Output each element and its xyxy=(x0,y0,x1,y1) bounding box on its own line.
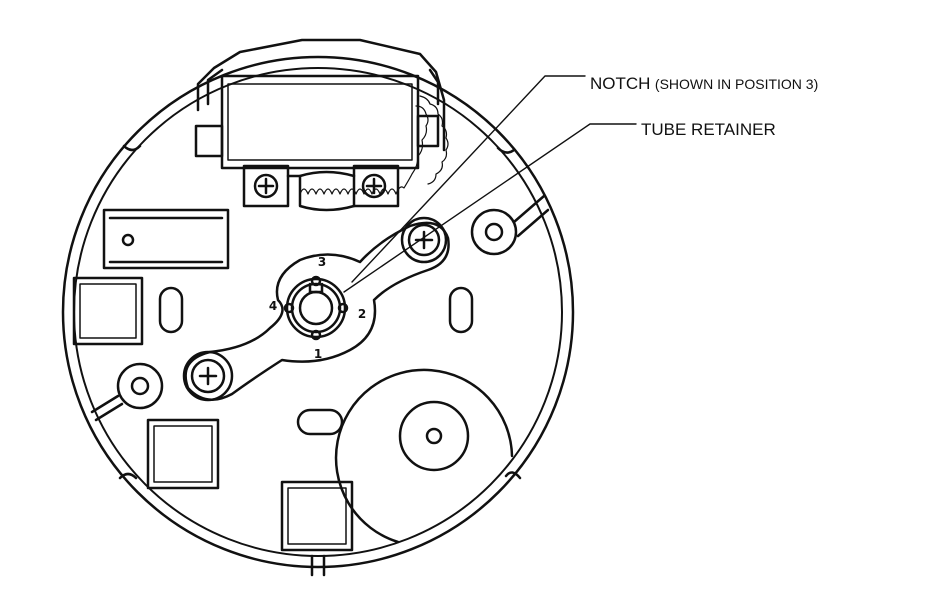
retainer-lug-left xyxy=(283,302,295,314)
left-bracket xyxy=(102,208,230,270)
retainer-lug-right xyxy=(337,302,349,314)
mount-hole-right-inner xyxy=(484,222,504,242)
retainer-notch xyxy=(308,282,324,294)
relay-block-inner xyxy=(227,83,413,161)
terminal-bridge xyxy=(286,170,356,178)
bottom-key-notch xyxy=(310,554,326,577)
coil-spring xyxy=(299,105,429,195)
square-pad-lower-left xyxy=(146,418,220,490)
arm-screw-lower-ring xyxy=(182,350,234,402)
notch-callout-detail: (SHOWN IN POSITION 3) xyxy=(654,76,819,92)
position-label-1: 1 xyxy=(314,347,322,361)
terminal-screw-right xyxy=(361,173,387,199)
terminal-screw-right-slot xyxy=(365,177,383,195)
arm-screw-lower xyxy=(190,358,226,394)
dial-arc xyxy=(334,368,514,544)
rim-notch-right xyxy=(496,146,516,154)
tube-retainer-callout: TUBE RETAINER xyxy=(641,120,776,140)
left-bracket-hole xyxy=(121,233,135,247)
relay-block xyxy=(220,74,420,170)
arm-screw-upper-ring xyxy=(400,216,448,264)
arm-screw-upper xyxy=(407,223,441,257)
top-housing-outline xyxy=(196,38,446,152)
coil-spring-upper xyxy=(419,95,449,185)
square-pad-upper-left-inner xyxy=(79,283,137,339)
position-label-2: 2 xyxy=(358,307,366,321)
notch-leader-line xyxy=(351,75,586,283)
mount-hole-right xyxy=(470,208,518,256)
rim-notch-left xyxy=(122,144,142,152)
tube-retainer-callout-text: TUBE RETAINER xyxy=(641,120,776,139)
retainer-lug-bottom xyxy=(310,329,322,341)
square-pad-bottom xyxy=(280,480,354,552)
relay-right-tab xyxy=(416,114,440,148)
square-pad-upper-left xyxy=(72,276,144,346)
terminal-screw-left-slot xyxy=(257,177,275,195)
mounting-slot-left xyxy=(158,286,184,334)
mounting-slot-bottom xyxy=(296,408,344,436)
carrier-arm xyxy=(184,221,450,401)
square-pad-bottom-inner xyxy=(287,487,347,545)
terminal-bridge-lower xyxy=(298,174,356,212)
rim-notch-lower-left xyxy=(118,472,138,480)
tube-retainer-leader-line xyxy=(343,123,637,293)
top-housing-inner xyxy=(206,68,440,106)
terminal-block-left xyxy=(242,164,290,208)
outer-ring xyxy=(61,55,575,569)
mount-hole-left xyxy=(116,362,164,410)
mount-hole-left-inner xyxy=(130,376,150,396)
spoke-left xyxy=(90,394,124,422)
terminal-block-right xyxy=(352,164,400,208)
position-label-4: 4 xyxy=(269,299,277,313)
arm-screw-upper-slot xyxy=(414,230,434,250)
left-bracket-fold xyxy=(108,216,224,264)
mounting-slot-right xyxy=(448,286,474,334)
arm-screw-lower-slot xyxy=(198,366,218,386)
spoke-right xyxy=(512,194,550,238)
terminal-screw-left xyxy=(253,173,279,199)
rim-notch-lower-right xyxy=(504,471,522,480)
dial-boss-inner xyxy=(425,427,443,445)
position-label-3: 3 xyxy=(318,255,326,269)
tube-retainer-inner xyxy=(298,290,334,326)
tube-retainer-outer xyxy=(285,277,347,339)
notch-callout: NOTCH (SHOWN IN POSITION 3) xyxy=(590,74,818,94)
retainer-lug-top xyxy=(310,275,322,287)
square-pad-lower-left-inner xyxy=(153,425,213,483)
dial-boss-outer xyxy=(398,400,470,472)
notch-callout-main: NOTCH xyxy=(590,74,651,93)
relay-left-tab xyxy=(194,124,224,158)
